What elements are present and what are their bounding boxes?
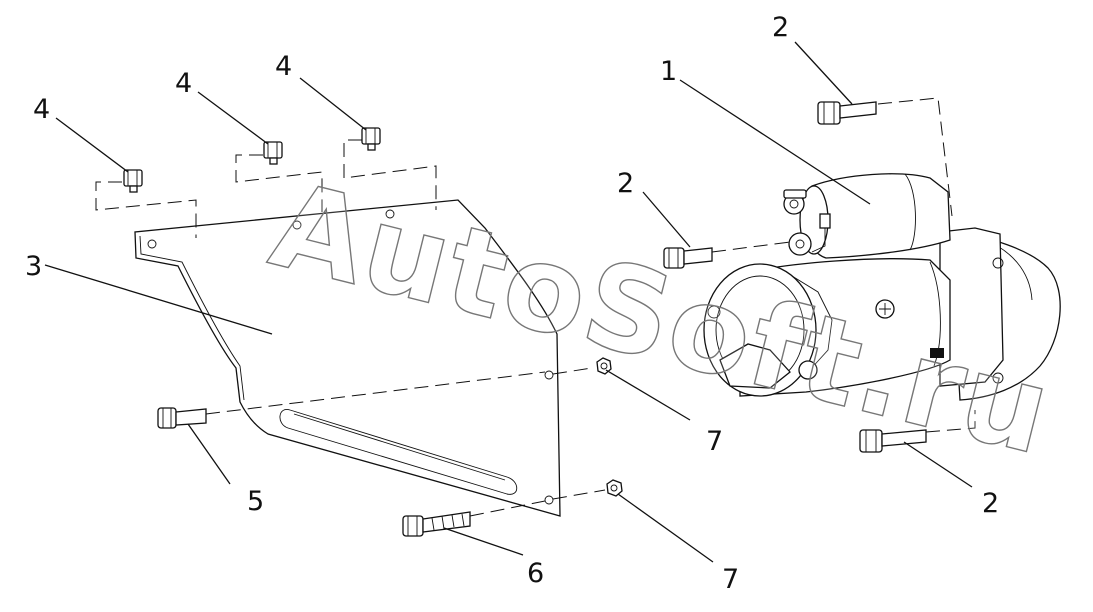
callout-6: 6 — [527, 558, 544, 589]
callout-3: 3 — [25, 251, 42, 282]
callout-4-left: 4 — [33, 94, 50, 125]
nut-7-top — [552, 357, 612, 375]
callout-2-mid: 2 — [617, 168, 634, 199]
nut-7-bottom — [552, 479, 623, 500]
bolt-2-mid — [663, 241, 791, 269]
starter-motor — [703, 173, 1061, 401]
callout-1: 1 — [660, 56, 677, 87]
bolt-4-mid — [235, 141, 323, 212]
callout-5: 5 — [247, 486, 264, 517]
bolt-4-left — [95, 169, 197, 238]
bolt-4-right — [343, 127, 437, 210]
mounting-bracket — [134, 199, 561, 517]
callout-labels: 1 2 2 2 3 4 4 4 5 6 7 7 — [25, 12, 999, 595]
bolt-5 — [157, 371, 546, 429]
leader-lines — [44, 41, 973, 563]
callout-4-right: 4 — [275, 51, 292, 82]
callout-4-mid: 4 — [175, 68, 192, 99]
callout-2-top: 2 — [772, 12, 789, 43]
bolt-2-bottom — [859, 410, 976, 453]
bolt-6 — [402, 500, 546, 537]
callout-7-bottom: 7 — [722, 564, 739, 595]
callout-2-bottom: 2 — [982, 488, 999, 519]
callout-7-top: 7 — [706, 426, 723, 457]
bolt-2-top — [817, 97, 953, 217]
